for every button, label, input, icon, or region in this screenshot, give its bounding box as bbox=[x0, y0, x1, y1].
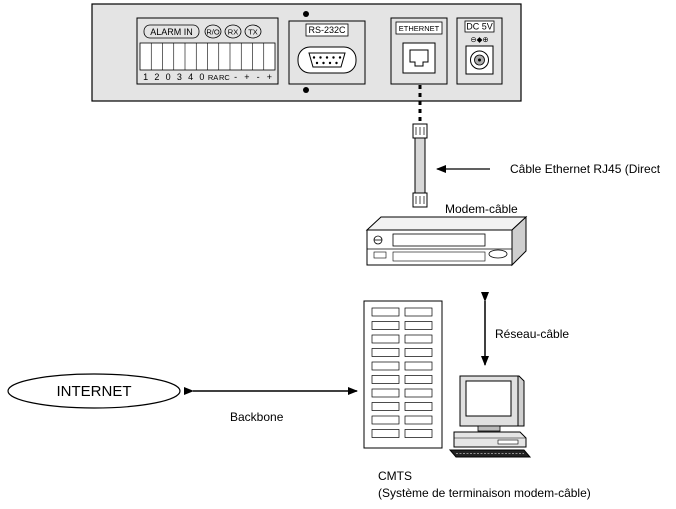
rs232c-port: RS-232C bbox=[288, 20, 366, 85]
computer-icon bbox=[448, 375, 532, 458]
pin-label: + bbox=[267, 72, 272, 82]
cable-network-label: Réseau-câble bbox=[495, 327, 569, 341]
monitor-screen bbox=[465, 380, 512, 417]
pin-label: 1 bbox=[143, 72, 148, 82]
tx-label: TX bbox=[248, 28, 258, 37]
dc-polarity-icon: ⊖◆⊕ bbox=[470, 35, 488, 44]
pin-label: 2 bbox=[154, 72, 159, 82]
pin-label: 0 bbox=[199, 72, 204, 82]
dc-power-port: DC 5V ⊖◆⊕ bbox=[456, 17, 503, 85]
alarm-terminal-block: ALARM IN R/O RX TX bbox=[136, 17, 279, 85]
ro-label: R/O bbox=[206, 28, 220, 37]
db9-connector-icon bbox=[308, 52, 346, 68]
terminal-pins bbox=[150, 43, 265, 70]
terminal-pin-labels: 1 2 0 3 4 0 RA RC - + - + bbox=[143, 72, 272, 82]
pin-label: RC bbox=[219, 73, 230, 82]
keyboard-icon bbox=[448, 449, 532, 458]
screw-icon bbox=[303, 87, 309, 93]
cable-modem bbox=[365, 215, 528, 267]
dc-5v-label: DC 5V bbox=[466, 22, 493, 32]
pin-label: - bbox=[257, 72, 260, 82]
pin-label: 3 bbox=[177, 72, 182, 82]
rack-slots bbox=[371, 307, 433, 438]
pin-label: 4 bbox=[188, 72, 193, 82]
pin-label: RA bbox=[208, 73, 218, 82]
rx-label: RX bbox=[228, 28, 238, 37]
pin-label: + bbox=[244, 72, 249, 82]
modem-label: Modem-câble bbox=[445, 202, 518, 216]
cmts-description: (Système de terminaison modem-câble) bbox=[378, 486, 591, 500]
internet-cloud bbox=[7, 373, 181, 409]
ethernet-cable-label: Câble Ethernet RJ45 (Direct bbox=[510, 162, 661, 176]
ethernet-cable bbox=[412, 85, 428, 208]
alarm-in-label: ALARM IN bbox=[150, 27, 193, 37]
pin-label: - bbox=[234, 72, 237, 82]
pin-label: 0 bbox=[166, 72, 171, 82]
rj45-jack-icon bbox=[409, 49, 429, 67]
ethernet-port: ETHERNET bbox=[390, 17, 448, 85]
cmts-label: CMTS bbox=[378, 469, 412, 483]
cmts-rack bbox=[363, 300, 443, 449]
screw-icon bbox=[303, 11, 309, 17]
internet-label: INTERNET bbox=[57, 383, 132, 400]
ethernet-label: ETHERNET bbox=[399, 24, 440, 33]
desktop-case bbox=[453, 431, 527, 448]
backbone-label: Backbone bbox=[230, 410, 284, 424]
device-rear-panel: ALARM IN R/O RX TX bbox=[91, 3, 522, 102]
rs232c-label: RS-232C bbox=[308, 25, 346, 35]
